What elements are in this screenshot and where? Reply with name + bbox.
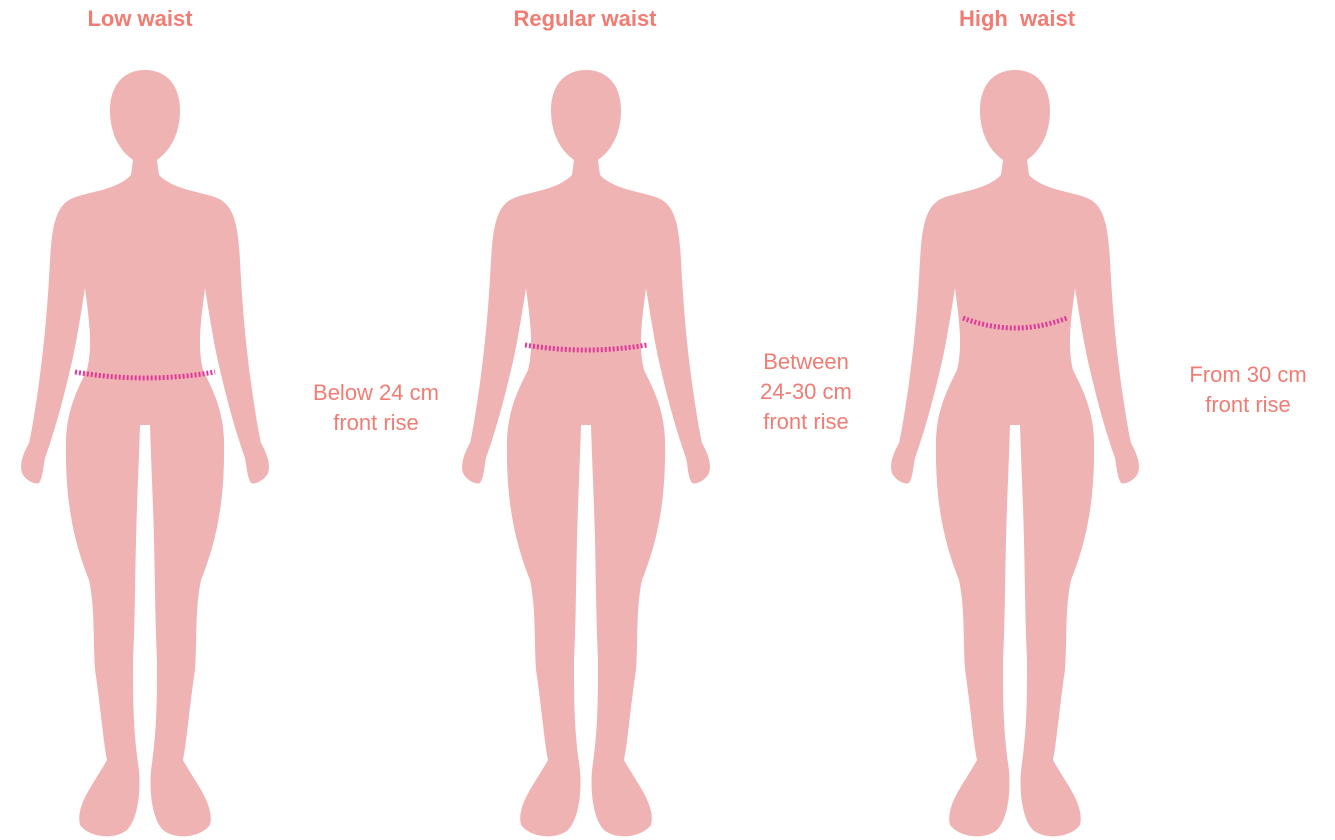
description-line: 24-30 cm bbox=[726, 377, 886, 407]
description-line: Between bbox=[726, 347, 886, 377]
description-line: front rise bbox=[1168, 390, 1328, 420]
description-line: Below 24 cm bbox=[296, 378, 456, 408]
body-silhouette-regular-waist bbox=[456, 60, 716, 840]
body-shape bbox=[891, 70, 1139, 836]
high-waist-description: From 30 cm front rise bbox=[1168, 360, 1328, 420]
regular-waist-title: Regular waist bbox=[465, 4, 705, 34]
description-line: front rise bbox=[726, 407, 886, 437]
regular-waist-description: Between 24-30 cm front rise bbox=[726, 347, 886, 437]
high-waist-title: High waist bbox=[917, 4, 1117, 34]
low-waist-title: Low waist bbox=[40, 4, 240, 34]
body-shape bbox=[462, 70, 710, 836]
body-shape bbox=[21, 70, 269, 836]
body-silhouette-low-waist bbox=[15, 60, 275, 840]
description-line: From 30 cm bbox=[1168, 360, 1328, 390]
description-line: front rise bbox=[296, 408, 456, 438]
low-waist-description: Below 24 cm front rise bbox=[296, 378, 456, 438]
body-silhouette-high-waist bbox=[885, 60, 1145, 840]
